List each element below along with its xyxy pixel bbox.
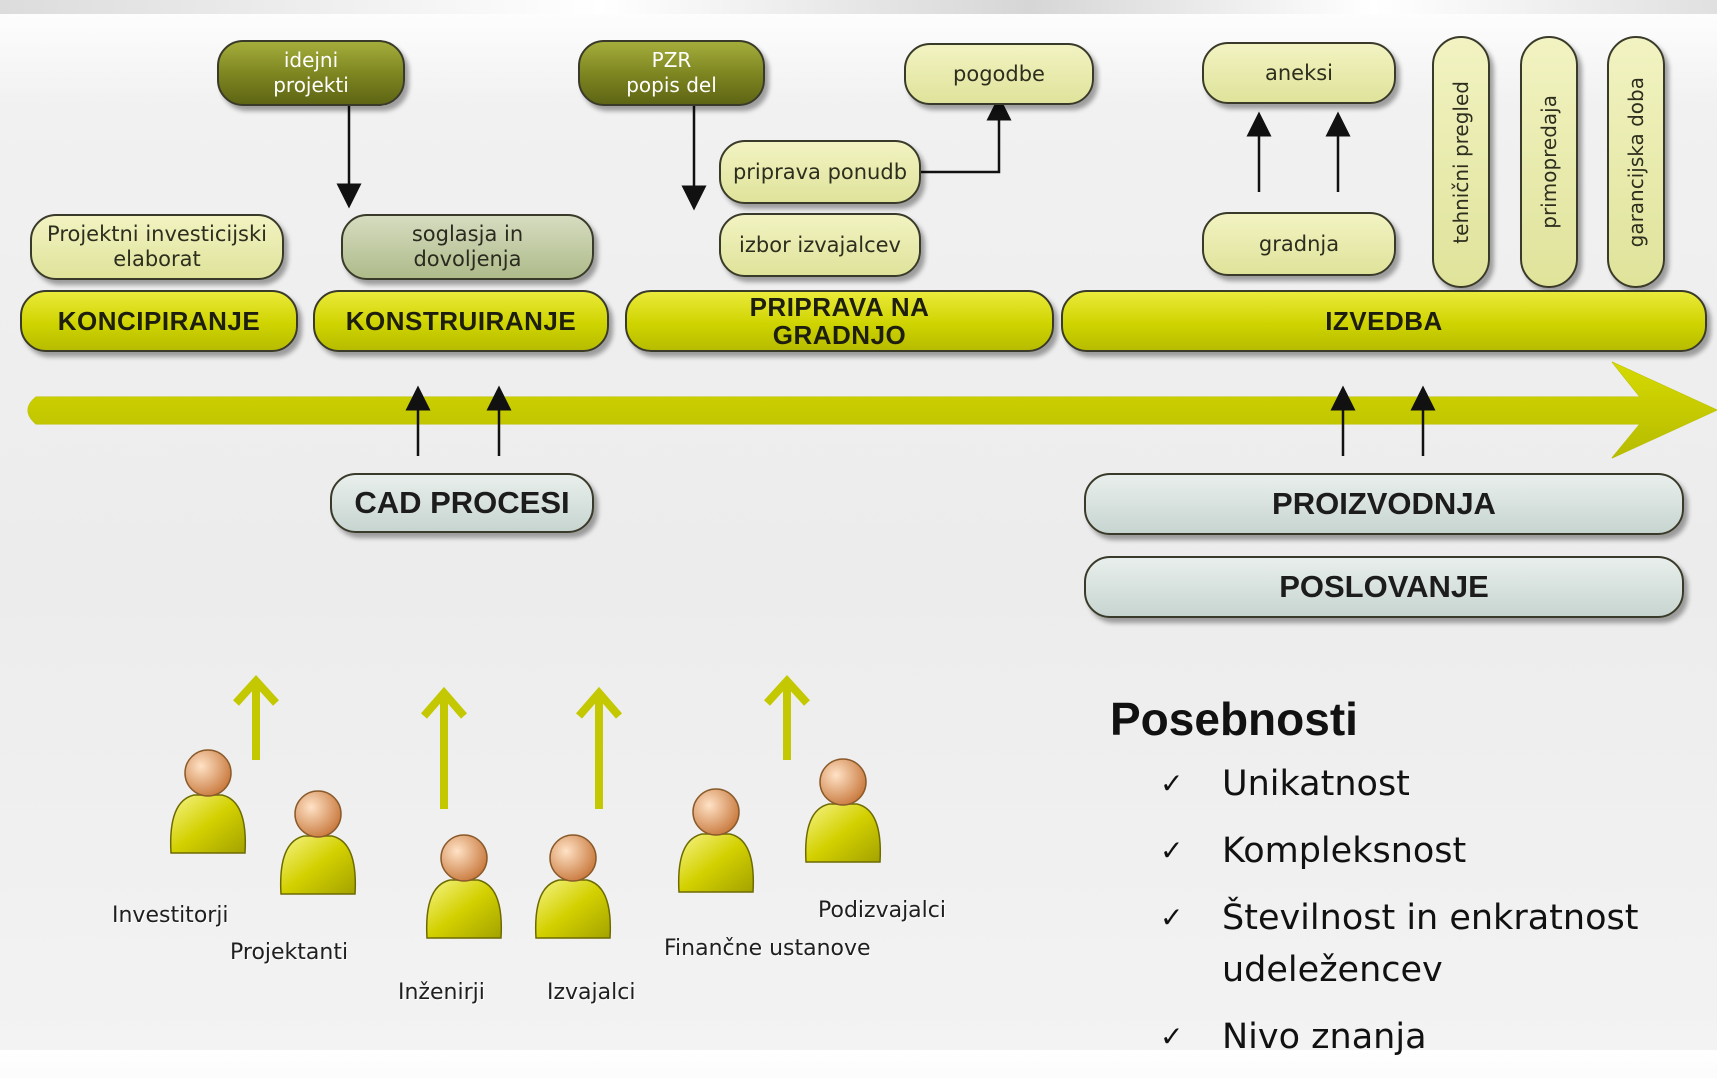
checkmark-icon: ✓ [1160,767,1184,800]
posebnosti-list: ✓Unikatnost ✓Kompleksnost ✓Številnost in… [1160,758,1680,1078]
process-proizvodnja: PROIZVODNJA [1084,473,1684,535]
label-investitorji: Investitorji [112,903,229,928]
box-projektni-elaborat: Projektni investicijski elaborat [30,214,284,280]
label-inzenirji: Inženirji [398,980,485,1005]
phase-konstruiranje: KONSTRUIRANJE [313,290,609,352]
box-gradnja: gradnja [1202,212,1396,276]
box-izbor-izvajalcev: izbor izvajalcev [719,213,921,277]
diagram-connectors [27,95,1717,939]
checkmark-icon: ✓ [1160,901,1184,934]
list-item: ✓Številnost in enkratnost udeležencev [1160,892,1680,996]
participant-arrows [233,675,810,809]
posebnosti-title: Posebnosti [1110,693,1358,745]
person-podizvajalci-icon [804,758,882,863]
phase-koncipiranje: KONCIPIRANJE [20,290,298,352]
box-aneksi: aneksi [1202,42,1396,104]
box-tehnicni-pregled: tehnični pregled [1432,36,1490,288]
checkmark-icon: ✓ [1160,1020,1184,1053]
list-item: ✓Kompleksnost [1160,825,1680,877]
box-pzr-popis-del: PZR popis del [578,40,765,106]
box-idejni-projekti: idejni projekti [217,40,405,106]
label-financne-ustanove: Finančne ustanove [664,936,871,961]
person-izvajalci-icon [534,834,612,939]
box-primopredaja: primopredaja [1520,36,1578,288]
label-izvajalci: Izvajalci [547,980,636,1005]
label-podizvajalci: Podizvajalci [818,898,946,923]
box-pogodbe: pogodbe [904,43,1094,105]
top-glow [0,0,1717,14]
list-item: ✓Nivo znanja [1160,1011,1680,1063]
person-financne-icon [677,788,755,893]
box-soglasja-dovoljenja: soglasja in dovoljenja [341,214,594,280]
checkmark-icon: ✓ [1160,834,1184,867]
person-investitorji-icon [169,749,247,854]
label-projektanti: Projektanti [230,940,349,965]
arrow-pogodbe [921,95,1012,174]
phase-izvedba: IZVEDBA [1061,290,1707,352]
process-cad: CAD PROCESI [330,473,594,533]
process-poslovanje: POSLOVANJE [1084,556,1684,618]
phase-priprava-na-gradnjo: PRIPRAVA NA GRADNJO [625,290,1054,352]
box-garancijska-doba: garancijska doba [1607,36,1665,288]
person-inzenirji-icon [425,834,503,939]
person-projektanti-icon [279,790,357,895]
list-item: ✓Unikatnost [1160,758,1680,810]
box-priprava-ponudb: priprava ponudb [719,140,921,204]
